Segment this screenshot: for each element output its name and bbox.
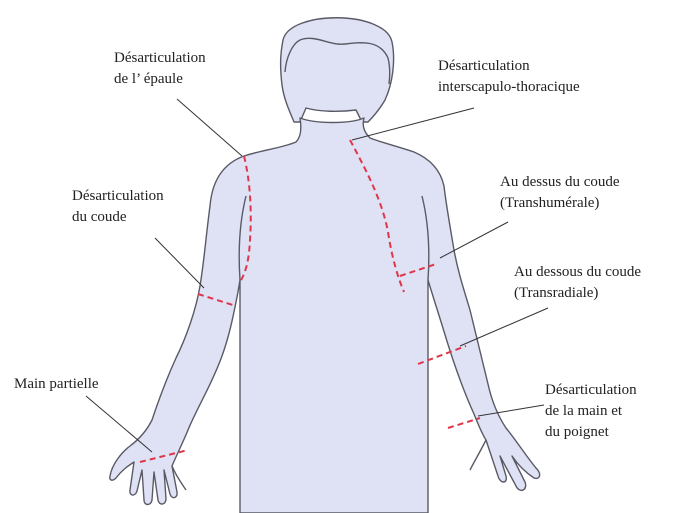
label-elbow-disarticulation: Désarticulation du coude: [72, 186, 164, 228]
label-hand-wrist-line-3: du poignet: [545, 422, 637, 443]
label-above-elbow-line-2: (Transhumérale): [500, 193, 620, 214]
label-shoulder-line-1: Désarticulation: [114, 48, 206, 69]
label-elbow-line-1: Désarticulation: [72, 186, 164, 207]
label-partial-hand-line-1: Main partielle: [14, 374, 99, 395]
leader-partial-hand: [86, 396, 152, 452]
label-hand-wrist-disarticulation: Désarticulation de la main et du poignet: [545, 380, 637, 443]
label-below-elbow-line-1: Au dessous du coude: [514, 262, 641, 283]
label-interscapulo-thoracic: Désarticulation interscapulo-thoracique: [438, 56, 580, 98]
label-above-elbow-line-1: Au dessus du coude: [500, 172, 620, 193]
leader-elbow: [155, 238, 204, 288]
label-shoulder-disarticulation: Désarticulation de l’ épaule: [114, 48, 206, 90]
label-hand-wrist-line-1: Désarticulation: [545, 380, 637, 401]
label-interscapulo-line-2: interscapulo-thoracique: [438, 77, 580, 98]
wrist-disarticulation-line: [448, 418, 480, 428]
leader-shoulder: [177, 99, 242, 156]
label-hand-wrist-line-2: de la main et: [545, 401, 637, 422]
label-below-elbow: Au dessous du coude (Transradiale): [514, 262, 641, 304]
label-interscapulo-line-1: Désarticulation: [438, 56, 580, 77]
head: [281, 18, 394, 122]
label-partial-hand: Main partielle: [14, 374, 99, 395]
label-shoulder-line-2: de l’ épaule: [114, 69, 206, 90]
label-below-elbow-line-2: (Transradiale): [514, 283, 641, 304]
label-elbow-line-2: du coude: [72, 207, 164, 228]
label-above-elbow: Au dessus du coude (Transhumérale): [500, 172, 620, 214]
right-thumb: [470, 440, 486, 470]
